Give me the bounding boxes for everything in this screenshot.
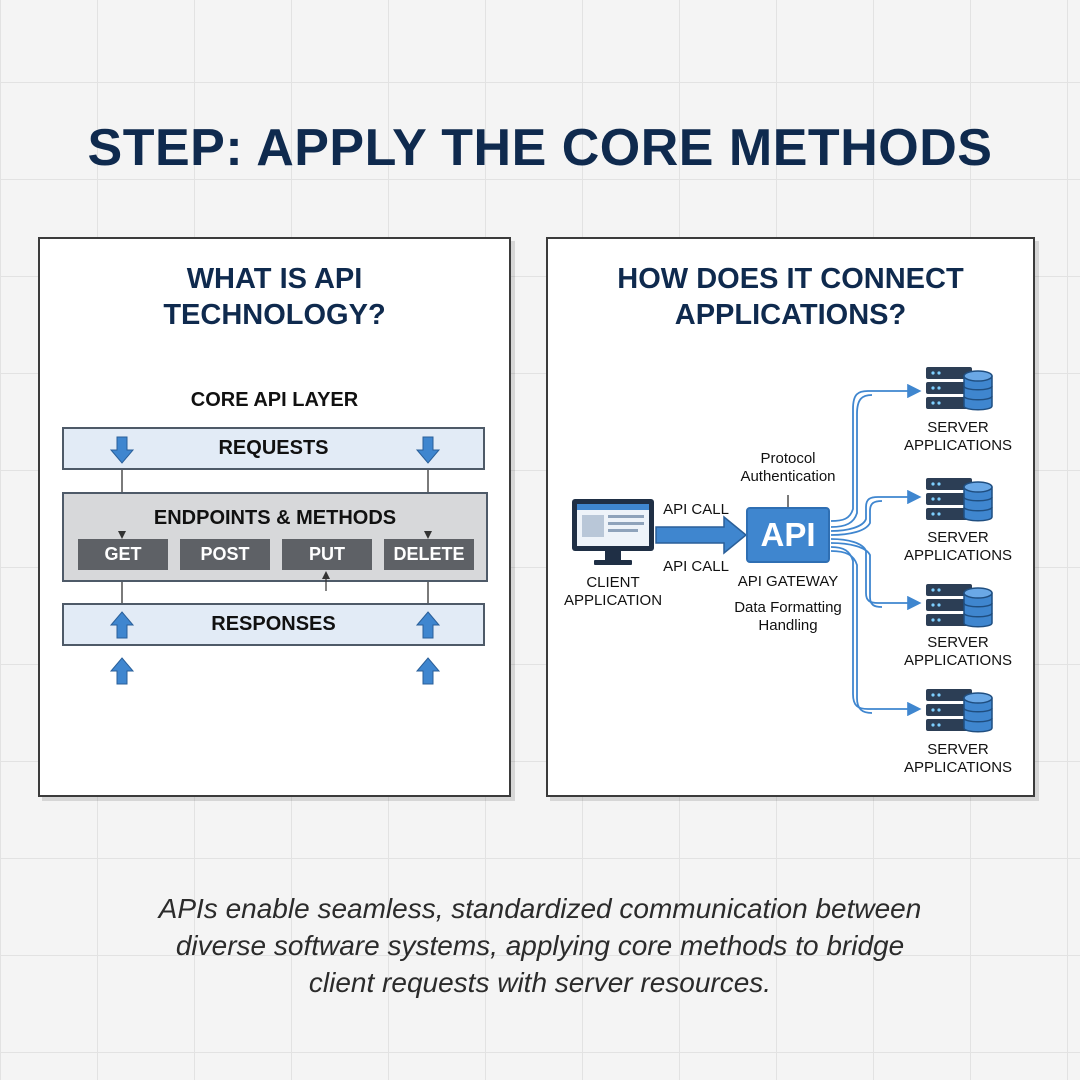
- api-label: API: [760, 516, 816, 553]
- server-database-icon: [926, 478, 993, 522]
- api-call-top-label: API CALL: [663, 501, 729, 518]
- api-call-arrow: [655, 515, 748, 555]
- api-call-bottom-label: API CALL: [663, 558, 729, 575]
- api-gateway-box: API: [746, 507, 830, 563]
- caption-text: APIs enable seamless, standardized commu…: [158, 893, 922, 998]
- up-arrow-icon: [415, 657, 441, 685]
- api-technology-panel: WHAT IS API TECHNOLOGY? CORE API LAYER R…: [38, 237, 511, 797]
- server-applications-label: SERVER APPLICATIONS: [903, 419, 1013, 454]
- method-delete: DELETE: [384, 539, 474, 570]
- data-formatting-label: Data Formatting Handling: [734, 599, 842, 634]
- endpoints-methods-box: ENDPOINTS & METHODS GET POST PUT DELETE: [62, 492, 488, 582]
- client-application-label: CLIENT APPLICATION: [563, 574, 663, 609]
- panel-title-api-technology: WHAT IS API TECHNOLOGY?: [163, 263, 386, 331]
- responses-label: RESPONSES: [211, 613, 336, 635]
- up-arrow-icon: [109, 657, 135, 685]
- server-applications-label: SERVER APPLICATIONS: [903, 529, 1013, 564]
- page-title: STEP: APPLY THE CORE METHODS: [87, 119, 993, 177]
- server-database-icon: [926, 367, 993, 411]
- connect-applications-panel: HOW DOES IT CONNECT APPLICATIONS?: [546, 237, 1035, 797]
- caption: APIs enable seamless, standardized commu…: [0, 853, 1080, 1001]
- core-api-layer-label: CORE API LAYER: [190, 389, 359, 411]
- method-post: POST: [180, 539, 270, 570]
- server-database-icon: [926, 689, 993, 733]
- server-database-icon: [926, 584, 993, 628]
- method-put: PUT: [282, 539, 372, 570]
- monitor-icon: [572, 499, 654, 565]
- requests-label: REQUESTS: [218, 437, 329, 459]
- panel-title-connect-applications: HOW DOES IT CONNECT APPLICATIONS?: [617, 263, 964, 331]
- server-applications-label: SERVER APPLICATIONS: [903, 634, 1013, 669]
- method-get: GET: [78, 539, 168, 570]
- server-applications-label: SERVER APPLICATIONS: [903, 741, 1013, 776]
- protocol-authentication-label: Protocol Authentication: [740, 450, 836, 485]
- requests-bar: REQUESTS: [62, 427, 485, 470]
- endpoints-methods-label: ENDPOINTS & METHODS: [153, 507, 397, 529]
- responses-bar: RESPONSES: [62, 603, 485, 646]
- api-gateway-label: API GATEWAY: [737, 573, 839, 590]
